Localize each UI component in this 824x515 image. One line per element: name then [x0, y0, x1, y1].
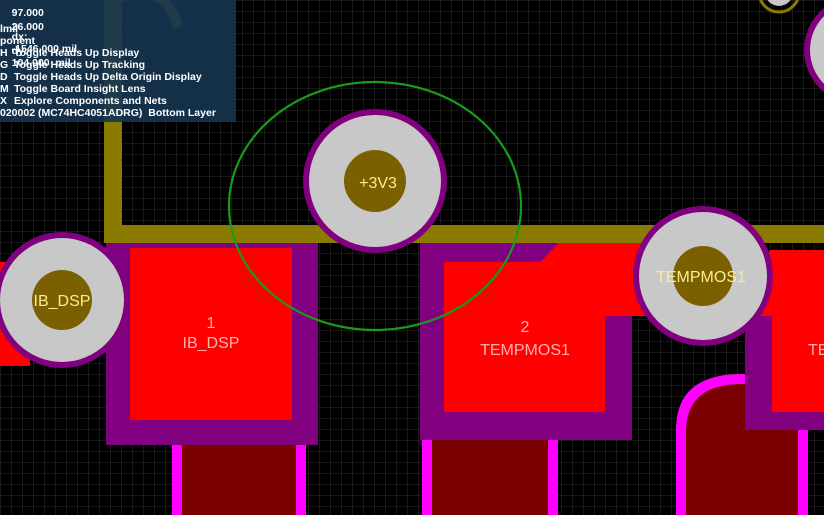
hud-shortcut-label: Toggle Heads Up Display — [14, 47, 140, 59]
hud-shortcut-g: G Toggle Heads Up Tracking — [0, 59, 145, 71]
smd-pad-2[interactable] — [444, 240, 670, 412]
smd-pad-2-number: 2 — [521, 319, 530, 336]
smd-pad-1-net: IB_DSP — [183, 335, 240, 352]
pad-tempmos1-label: TEMPMOS1 — [656, 269, 746, 286]
pad-ib-dsp-left[interactable] — [0, 232, 130, 368]
hud-coord-line-x: 97.000 dx: -1546.000 mil — [0, 0, 77, 67]
hud-dy-label: dy: — [11, 45, 28, 57]
hud-shortcut-label: Toggle Heads Up Tracking — [14, 59, 146, 71]
hud-shortcut-key: M — [0, 83, 9, 95]
pad-3v3-label: +3V3 — [359, 175, 397, 192]
hud-shortcut-h: H Toggle Heads Up Display — [0, 47, 139, 59]
pad-top-small-partial[interactable] — [759, 0, 799, 14]
hud-x-value: 97.000 — [11, 7, 44, 19]
hud-shortcut-key: X — [0, 95, 8, 107]
pad-top-right-partial[interactable] — [804, 0, 824, 104]
hud-shortcut-key: G — [0, 59, 9, 71]
hud-dx-value: -1546.000 mil — [11, 43, 78, 55]
hud-component-line: 020002 (MC74HC4051ADRG) Bottom Layer — [0, 107, 216, 119]
smd-pad-1-number: 1 — [207, 315, 216, 332]
hud-shortcut-label: Explore Components and Nets — [14, 95, 167, 107]
board-insight-lens — [227, 80, 523, 332]
hud-shortcut-label: Toggle Board Insight Lens — [14, 83, 146, 95]
pad-tempmos1[interactable] — [633, 206, 773, 346]
hud-shortcut-label: Toggle Heads Up Delta Origin Display — [14, 71, 202, 83]
heads-up-display: 97.000 dx: -1546.000 mil 26.000 dy: 104.… — [0, 0, 236, 122]
pad-ib-dsp-left-label: IB_DSP — [34, 293, 91, 310]
hud-coord-line-y: 26.000 dy: 104.000 mil — [0, 9, 71, 81]
smd-pad-3-net: TE — [808, 342, 824, 359]
hud-shortcut-x: X Explore Components and Nets — [0, 95, 167, 107]
smd-pad-2-net: TEMPMOS1 — [480, 342, 570, 359]
hud-dy-value: 104.000 mil — [11, 57, 71, 69]
pad-3v3[interactable] — [303, 109, 447, 253]
hud-y-value: 26.000 — [11, 21, 44, 33]
hud-section-label: ponent — [0, 35, 35, 47]
hud-shortcut-m: M Toggle Board Insight Lens — [0, 83, 146, 95]
hud-shortcut-d: D Toggle Heads Up Delta Origin Display — [0, 71, 202, 83]
smd-pad-1[interactable] — [130, 248, 292, 420]
hud-shortcut-key: H — [0, 47, 8, 59]
hud-dx-label: dx: — [11, 31, 28, 43]
hud-shortcut-key: D — [0, 71, 8, 83]
hud-units: lmil — [0, 23, 19, 35]
